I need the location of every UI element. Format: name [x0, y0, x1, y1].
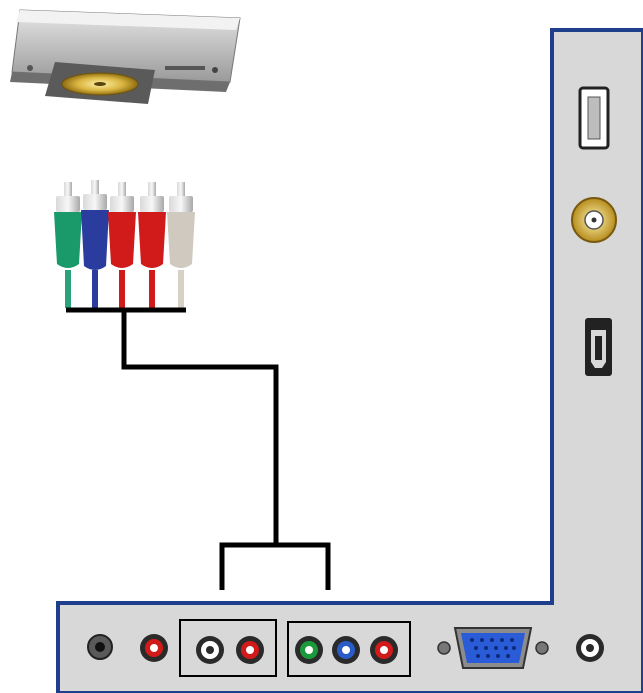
component-cable-icon — [54, 180, 195, 308]
white-audio-jack-icon[interactable] — [196, 636, 224, 664]
red-plug-icon — [138, 182, 166, 268]
blue-pb-jack-icon[interactable] — [332, 636, 360, 664]
tv-back-panel — [56, 28, 643, 693]
usb-port-icon[interactable] — [578, 86, 610, 150]
vga-port-icon[interactable] — [437, 627, 549, 669]
red-plug-icon — [108, 182, 136, 268]
coax-port-icon[interactable] — [571, 197, 617, 243]
green-plug-icon — [54, 182, 82, 268]
audio-input-group — [179, 619, 277, 677]
hdmi-port-icon[interactable] — [585, 318, 612, 376]
white-plug-icon — [167, 182, 195, 268]
dvd-player-icon — [10, 9, 241, 104]
connection-line — [66, 307, 331, 590]
white-rca-jack-icon[interactable] — [576, 634, 604, 662]
red-rca-jack-icon[interactable] — [140, 634, 168, 662]
red-pr-jack-icon[interactable] — [370, 636, 398, 664]
green-y-jack-icon[interactable] — [295, 636, 323, 664]
component-input-group — [287, 621, 411, 677]
blue-plug-icon — [81, 180, 109, 270]
red-audio-jack-icon[interactable] — [236, 636, 264, 664]
headphone-jack-icon[interactable] — [87, 634, 113, 660]
